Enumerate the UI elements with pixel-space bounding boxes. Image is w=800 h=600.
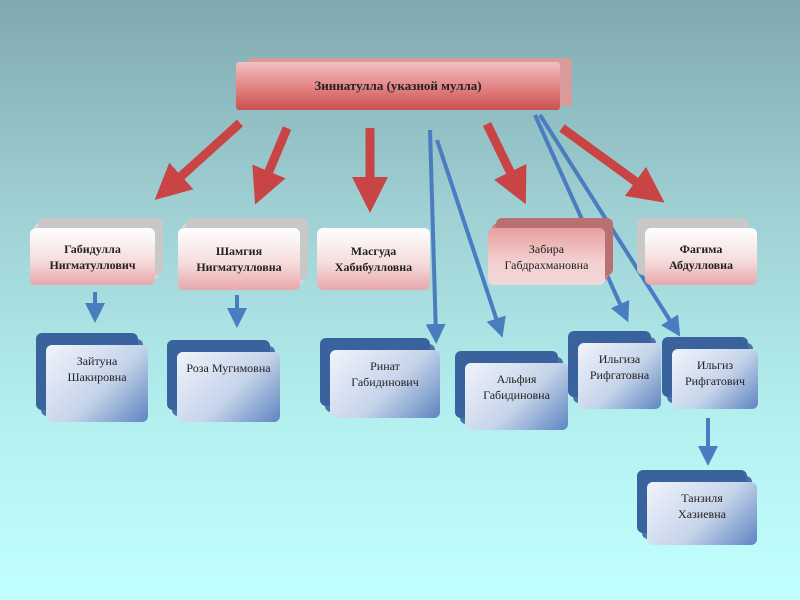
name-line: Хабибулловна <box>334 260 413 274</box>
name-line: Рифгатовна <box>589 368 650 382</box>
red-arrow <box>559 124 665 203</box>
name-line: Танзиля <box>681 491 723 505</box>
name-line: Фагима <box>679 241 723 256</box>
red-arrow <box>154 119 244 201</box>
grandchild-node: Роза Мугимовна <box>177 352 280 422</box>
name-line: Альфия <box>496 372 537 386</box>
name-line: Шамгия <box>215 244 263 258</box>
blue-arrow <box>538 113 681 337</box>
red-arrow <box>252 126 292 205</box>
blue-arrow <box>435 139 506 338</box>
blue-arrow <box>425 129 446 344</box>
name-line: Зайтуна <box>76 354 118 368</box>
name-line: Ильгиз <box>696 358 734 372</box>
name-line: Габидинович <box>351 375 419 389</box>
blue-arrow <box>533 114 630 323</box>
name-line: Ринат <box>370 359 400 373</box>
name-line: Габдрахмановна <box>504 257 589 272</box>
root-label: Зиннатулла (указной мулла) <box>314 78 482 93</box>
name-line: Габидулла <box>64 241 121 256</box>
name-line: Рифгатович <box>684 374 746 388</box>
name-line: Нигматулловна <box>196 260 282 274</box>
red-arrow <box>482 122 527 205</box>
name-line: Роза Мугимовна <box>186 361 271 375</box>
name-line: Габидиновна <box>483 388 550 402</box>
name-line: Хазиевна <box>678 507 726 521</box>
name-line: Забира <box>528 241 565 256</box>
name-line: Нигматуллович <box>49 257 136 272</box>
root-node: Зиннатулла (указной мулла) <box>236 62 560 110</box>
name-line: Масгуда <box>350 244 397 258</box>
name-line: Ильгиза <box>598 352 641 366</box>
name-line: Абдулловна <box>668 257 734 272</box>
name-line: Шакировна <box>67 370 127 384</box>
